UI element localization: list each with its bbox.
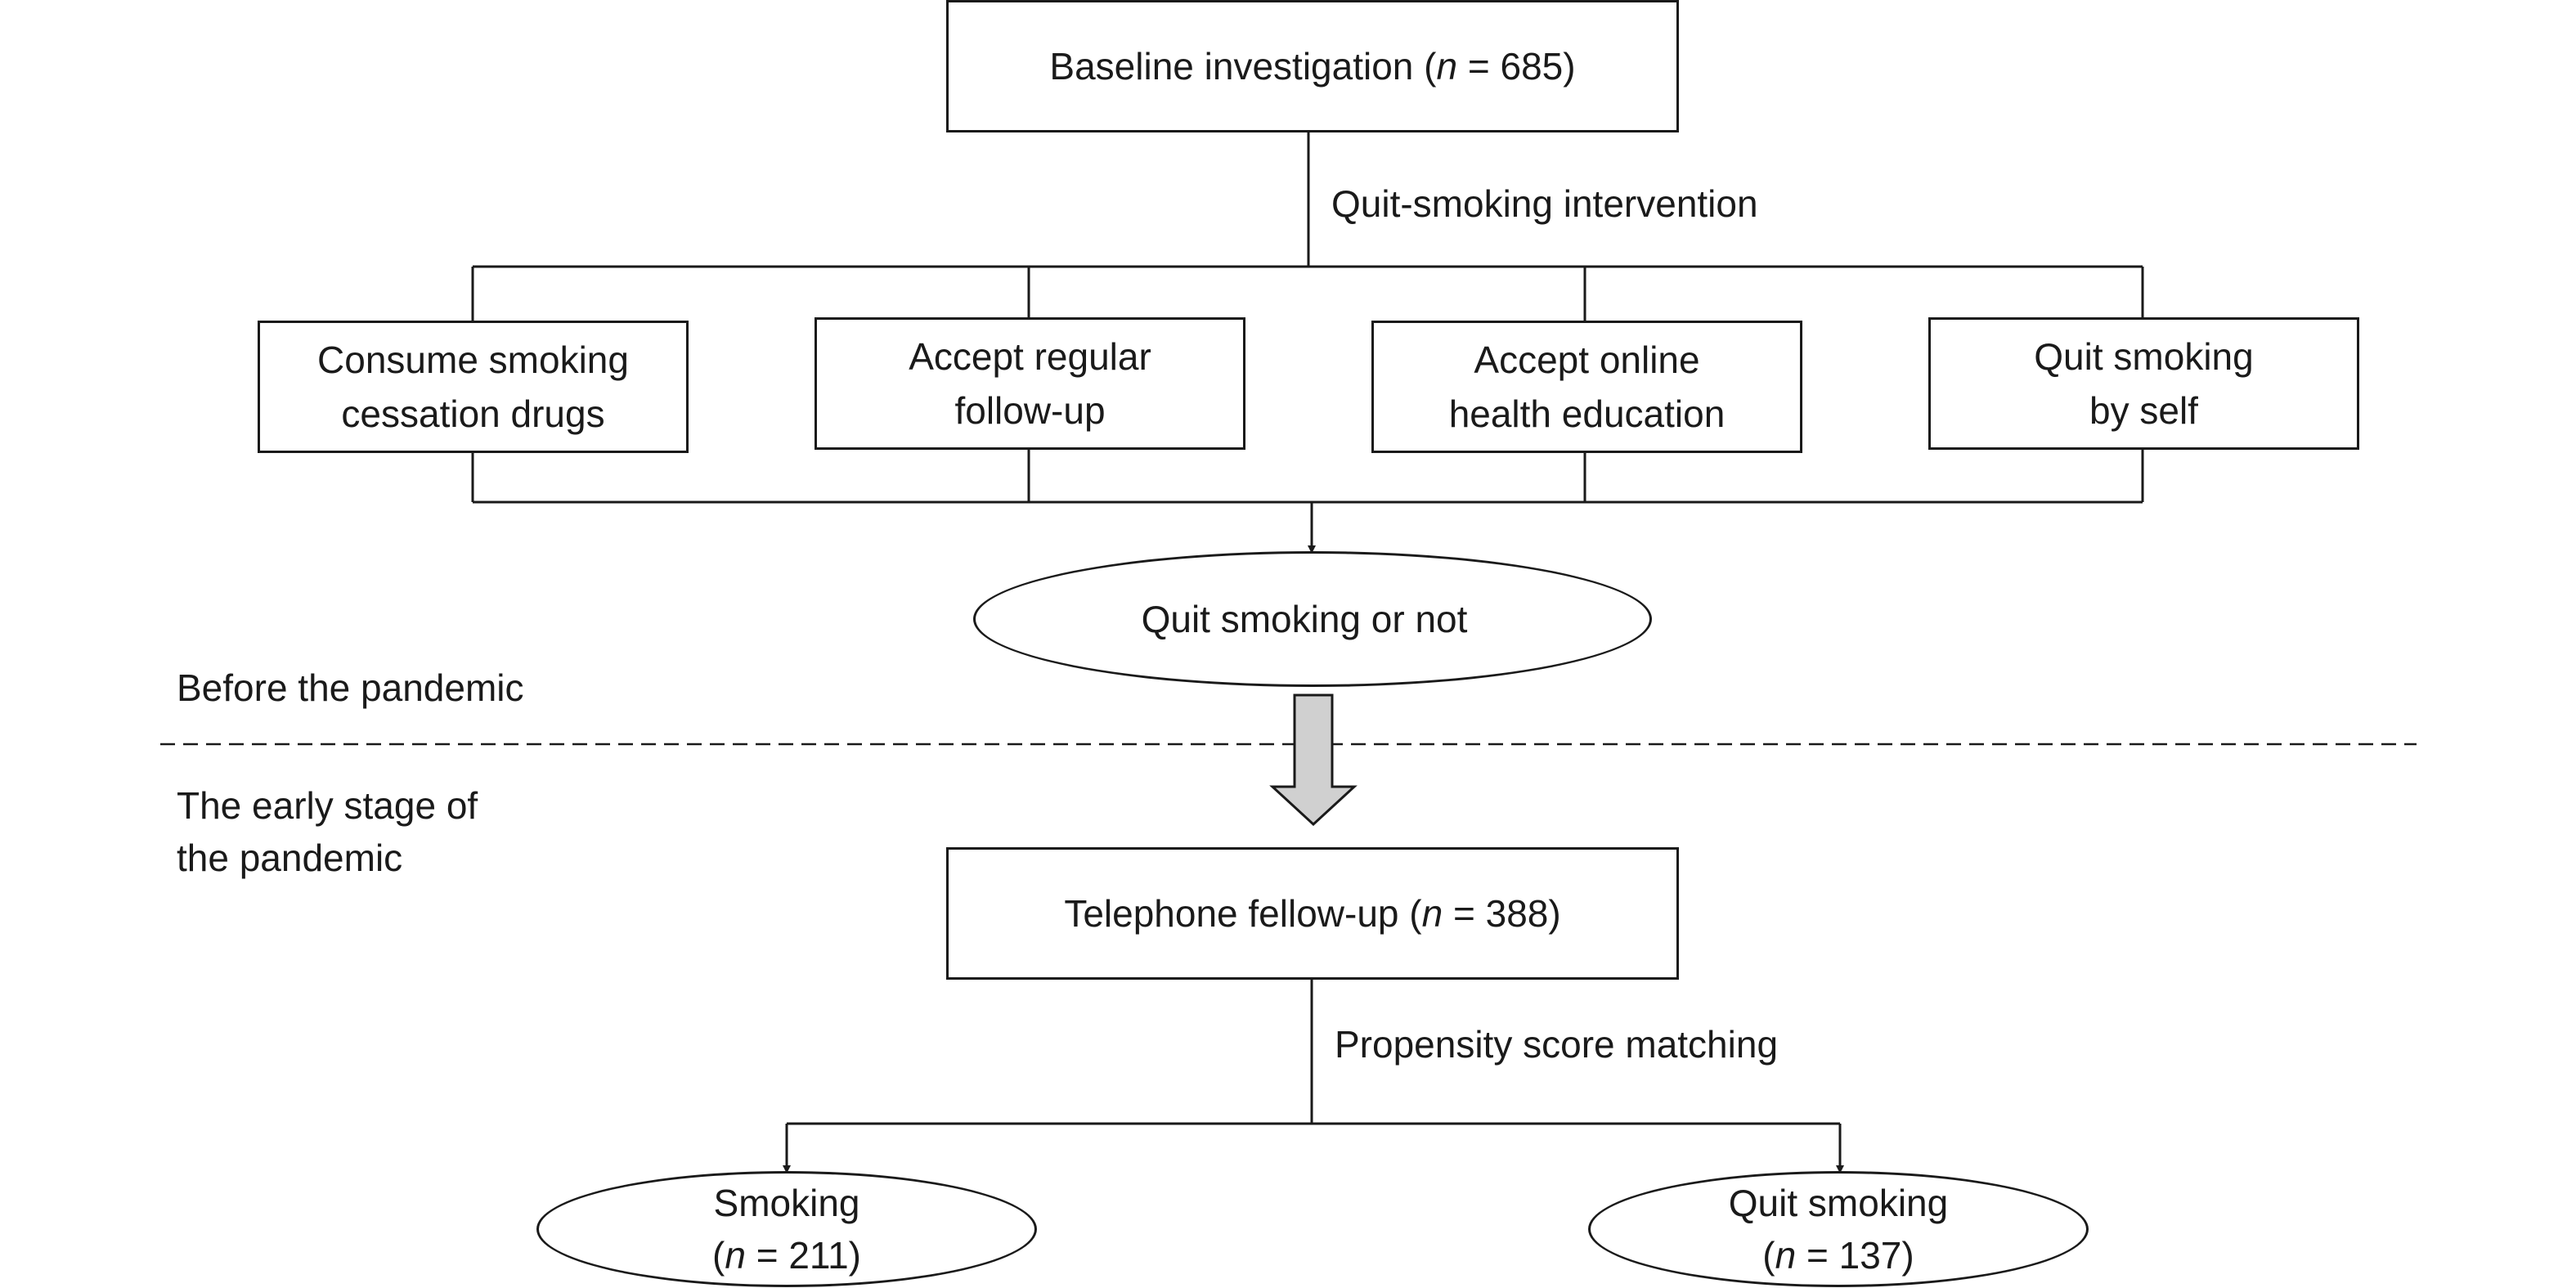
- intervention-label: Quit-smoking intervention: [1331, 182, 1758, 225]
- intervention-line2: health education: [1448, 393, 1726, 435]
- group-name: Quit smoking: [1728, 1182, 1949, 1224]
- intervention-box-education: Accept online health education: [1371, 321, 1802, 453]
- intervention-line1: Accept online: [1474, 339, 1700, 381]
- intervention-line1: Consume smoking: [317, 339, 629, 381]
- outcome-label: Quit smoking or not: [1141, 598, 1468, 640]
- phase-before-label: Before the pandemic: [177, 666, 524, 709]
- phase-early-label-line2: the pandemic: [177, 837, 403, 879]
- intervention-box-self: Quit smoking by self: [1928, 317, 2359, 450]
- baseline-label: Baseline investigation (n = 685): [1049, 45, 1576, 88]
- matching-label: Propensity score matching: [1335, 1023, 1779, 1066]
- intervention-box-drugs: Consume smoking cessation drugs: [258, 321, 689, 453]
- intervention-line2: by self: [2089, 389, 2198, 432]
- intervention-line2: follow-up: [954, 389, 1106, 432]
- intervention-box-followup: Accept regular follow-up: [815, 317, 1245, 450]
- intervention-line1: Accept regular: [909, 335, 1151, 378]
- transition-block-arrow: [1269, 693, 1358, 827]
- intervention-line2: cessation drugs: [341, 393, 605, 435]
- group-oval-smoking: Smoking (n = 211): [536, 1171, 1037, 1287]
- group-n: (n = 211): [712, 1234, 861, 1277]
- phase-early-label-line1: The early stage of: [177, 784, 478, 827]
- group-n: (n = 137): [1762, 1234, 1914, 1277]
- group-name: Smoking: [713, 1182, 860, 1224]
- telephone-label: Telephone fellow-up (n = 388): [1064, 892, 1561, 935]
- telephone-box: Telephone fellow-up (n = 388): [946, 847, 1679, 980]
- baseline-box: Baseline investigation (n = 685): [946, 0, 1679, 132]
- group-oval-quit: Quit smoking (n = 137): [1588, 1171, 2089, 1287]
- outcome-oval: Quit smoking or not: [973, 551, 1652, 687]
- intervention-line1: Quit smoking: [2034, 335, 2254, 378]
